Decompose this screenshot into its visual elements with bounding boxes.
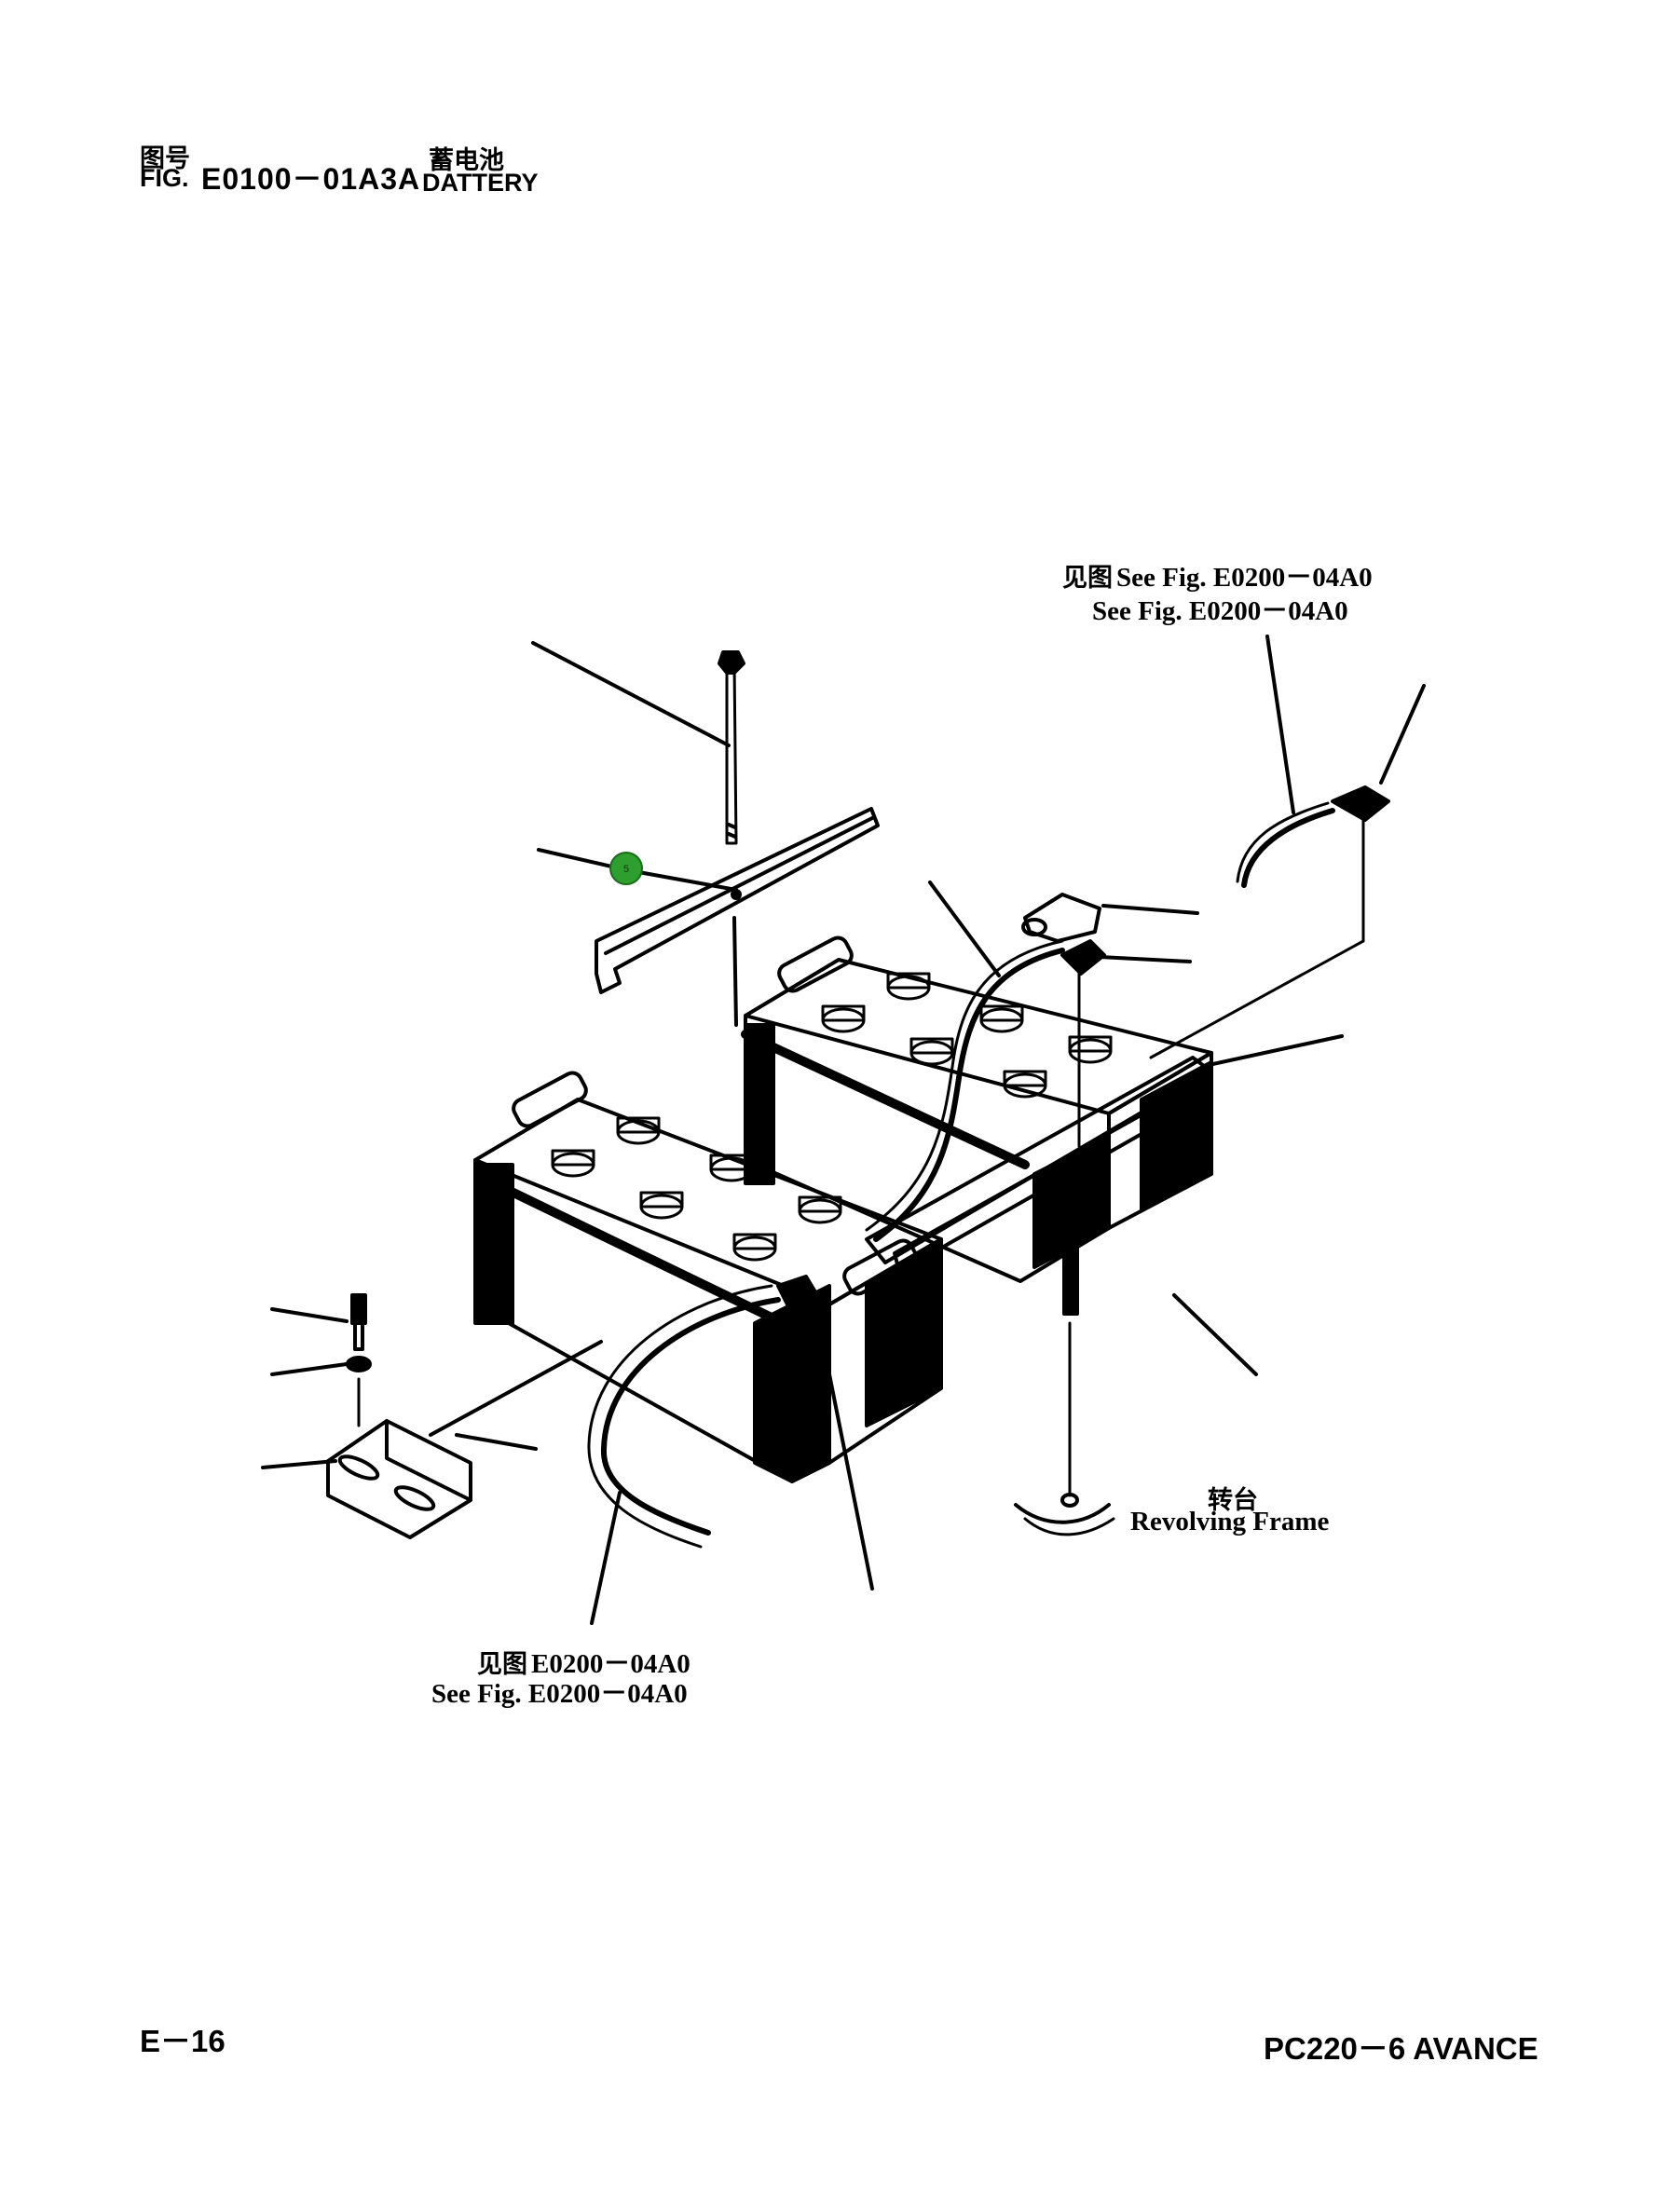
battery-front-caps: [551, 1116, 842, 1262]
leader-line-frame: [1172, 1293, 1258, 1376]
ref-bottom-line2: See Fig. E0200－04A0: [431, 1679, 688, 1709]
frame-washer: [1014, 1503, 1111, 1524]
leader-line-bracket-left: [261, 1459, 337, 1469]
lower-terminal: [776, 1275, 822, 1316]
battery-front-leftedge: [473, 1163, 514, 1325]
connecting-bar: [865, 1056, 1213, 1264]
ref-top-right-line2: See Fig. E0200－04A0: [1092, 596, 1348, 626]
connecting-bar-2: [893, 1079, 1204, 1274]
ref-top-right-cn: 见图: [1062, 564, 1113, 593]
battery-front-handle: [512, 1071, 588, 1128]
fig-number: E0100－01A3A: [201, 162, 421, 196]
terminal-cover: [1023, 893, 1101, 943]
battery-rear-caps: [821, 972, 1113, 1099]
battery-rear-top: [744, 958, 1213, 1115]
ref-bottom-line1: 见图 E0200－04A0: [477, 1642, 690, 1681]
leader-line-battery-front: [429, 1340, 603, 1437]
ref-bottom-en: E0200－04A0: [531, 1649, 690, 1679]
top-right-cable-inner: [1236, 801, 1330, 883]
leader-line-ref-bottom: [590, 1491, 622, 1625]
title-en: DATTERY: [422, 169, 539, 197]
callout-5-number: 5: [623, 864, 629, 875]
fig-label-en: FIG.: [140, 164, 189, 192]
bracket-slot-1: [337, 1454, 380, 1481]
leader-line-bracket-right: [455, 1433, 538, 1451]
leader-line-terminal: [1098, 955, 1192, 963]
battery-rear-handle: [777, 935, 854, 993]
j-bolt-nut: [718, 650, 745, 675]
lower-cable-inner: [587, 1284, 773, 1549]
stud-bolt: [1062, 1163, 1079, 1316]
battery-rear-leftedge: [744, 1023, 775, 1185]
battery-clamp-edge: [604, 815, 876, 955]
terminal-clamp: [1060, 939, 1106, 976]
link-cable-inner: [865, 939, 1064, 1232]
j-bolt-thread-2: [727, 832, 737, 839]
bracket-slot-2: [393, 1485, 436, 1511]
lower-cable: [600, 1297, 781, 1536]
title-cn: 蓄电池: [429, 146, 504, 175]
leader-line-clamp-hole: [632, 869, 738, 892]
battery-rear-side-dark-2: [1140, 1060, 1213, 1211]
fig-label-cn: 图号: [140, 144, 190, 173]
leader-line-rod: [531, 641, 731, 747]
ref-bottom-cn: 见图: [477, 1650, 527, 1679]
leader-line-bolt: [270, 1307, 349, 1323]
leader-line-clamp: [537, 848, 622, 870]
ref-top-right-line1: 见图 See Fig. E0200－04A0: [1062, 555, 1373, 594]
leader-line-cable-upper: [928, 881, 1001, 977]
bracket-washer: [346, 1356, 372, 1372]
ref-top-right-en: See Fig. E0200－04A0: [1116, 563, 1373, 593]
leader-line-cover: [1101, 904, 1199, 915]
model-name: PC220－6 AVANCE: [1264, 2031, 1538, 2066]
bracket-bolt-shank: [353, 1321, 364, 1351]
leader-line-ref-top: [1265, 635, 1295, 814]
top-right-cable: [1241, 808, 1335, 888]
leader-line-ref-right: [1379, 684, 1426, 785]
frame-label-cn: 转台: [1208, 1486, 1258, 1515]
battery-front-top: [473, 1098, 943, 1306]
bracket-bolt: [350, 1293, 367, 1325]
page-number: E－16: [140, 2024, 226, 2058]
callout-5-circle: [609, 852, 643, 885]
battery-front-side-dark-2: [865, 1237, 943, 1427]
frame-label-en: Revolving Frame: [1130, 1507, 1330, 1536]
frame-nut: [1060, 1493, 1079, 1508]
clamp-hole: [731, 889, 742, 900]
leader-line-washer: [270, 1362, 349, 1376]
battery-front-rib: [480, 1174, 778, 1323]
mounting-bracket-fold: [385, 1419, 472, 1502]
j-bolt-lower: [732, 916, 738, 1027]
link-cable: [873, 948, 1065, 1242]
j-bolt-thread: [727, 823, 737, 829]
callout-5: 5: [609, 852, 643, 885]
j-bolt: [725, 662, 738, 845]
leader-line-bar: [1207, 1034, 1344, 1067]
battery-rear-rib: [741, 1030, 1030, 1169]
frame-washer-2: [1023, 1517, 1115, 1536]
top-right-terminal: [1331, 785, 1390, 822]
assembly-line-cable-diag: [1149, 939, 1365, 1059]
battery-clamp: [595, 807, 880, 994]
terminal-cover-end: [1021, 918, 1047, 936]
mounting-bracket: [326, 1419, 472, 1539]
